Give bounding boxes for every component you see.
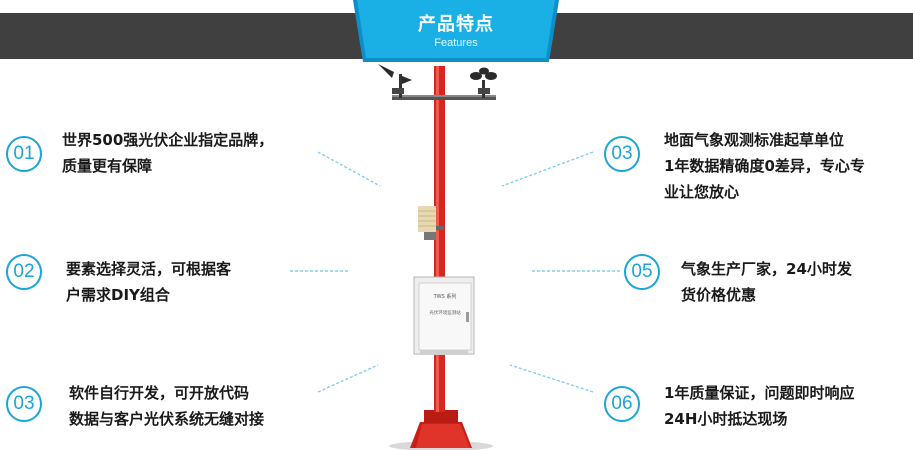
- feature-02-badge: 02: [6, 254, 42, 290]
- feature-06-number: 06: [611, 393, 633, 414]
- feature-04-text: 地面气象观测标准起草单位 1年数据精确度0差异，专心专 业让您放心: [664, 127, 865, 205]
- feature-04-number: 03: [611, 143, 633, 164]
- feature-03-number: 03: [13, 393, 35, 414]
- feature-02-line1: 要素选择灵活，可根据客: [66, 260, 232, 278]
- feature-02-text: 要素选择灵活，可根据客 户需求DIY组合: [66, 256, 231, 308]
- feature-04-badge: 03: [604, 136, 640, 172]
- box-label-1: TWS 系列: [433, 293, 457, 300]
- feature-02-line2: 户需求DIY组合: [66, 286, 170, 304]
- header-title: 产品特点: [418, 14, 494, 35]
- feature-05-line1: 气象生产厂家，24小时发: [681, 260, 852, 278]
- feature-01-badge: 01: [6, 136, 42, 172]
- feature-04-line1: 地面气象观测标准起草单位: [664, 131, 845, 149]
- feature-04-line3: 业让您放心: [664, 183, 740, 201]
- feature-06-badge: 06: [604, 386, 640, 422]
- feature-03-line2: 数据与客户光伏系统无缝对接: [69, 410, 265, 428]
- feature-06-text: 1年质量保证，问题即时响应 24H小时抵达现场: [664, 380, 854, 432]
- feature-03-text: 软件自行开发，可开放代码 数据与客户光伏系统无缝对接: [69, 380, 264, 432]
- feature-04-line2: 1年数据精确度0差异，专心专: [664, 157, 865, 175]
- leader-lines: [290, 151, 620, 393]
- feature-05-line2: 货价格优惠: [681, 286, 757, 304]
- feature-06-line1: 1年质量保证，问题即时响应: [664, 384, 855, 402]
- header-subtitle: Features: [434, 37, 478, 49]
- feature-05-badge: 05: [624, 254, 660, 290]
- header-tab: [353, 0, 559, 62]
- box-label-2: 光伏环境监测站: [429, 309, 461, 316]
- feature-02-number: 02: [13, 261, 35, 282]
- feature-06-line2: 24H小时抵达现场: [664, 410, 788, 428]
- feature-05-number: 05: [631, 261, 653, 282]
- feature-01-line2: 质量更有保障: [62, 157, 153, 175]
- feature-01-line1: 世界500强光伏企业指定品牌，: [62, 131, 274, 149]
- feature-01-number: 01: [13, 143, 35, 164]
- feature-01-text: 世界500强光伏企业指定品牌， 质量更有保障: [62, 127, 273, 179]
- feature-03-line1: 软件自行开发，可开放代码: [69, 384, 250, 402]
- feature-05-text: 气象生产厂家，24小时发 货价格优惠: [681, 256, 852, 308]
- feature-03-badge: 03: [6, 386, 42, 422]
